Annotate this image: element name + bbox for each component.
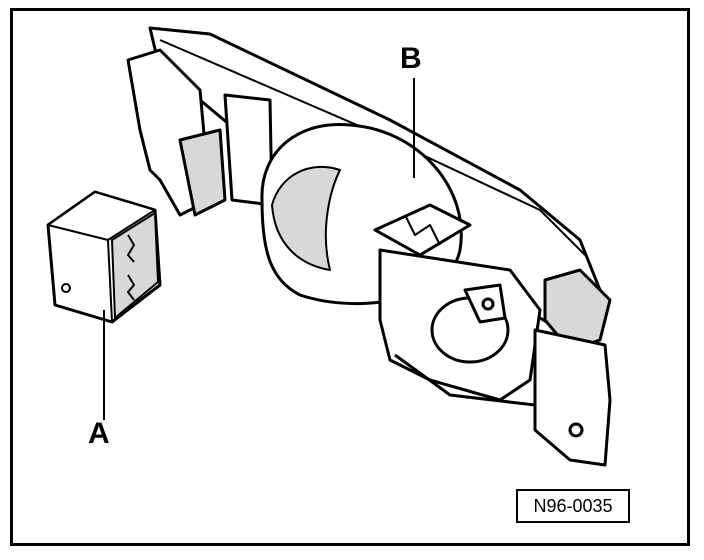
figure-frame bbox=[10, 8, 690, 546]
callout-a: A bbox=[88, 417, 110, 450]
callout-b: B bbox=[400, 42, 422, 75]
figure-id-label: N96-0035 bbox=[516, 489, 630, 523]
housing-b bbox=[126, 26, 612, 467]
component-a bbox=[46, 190, 162, 324]
